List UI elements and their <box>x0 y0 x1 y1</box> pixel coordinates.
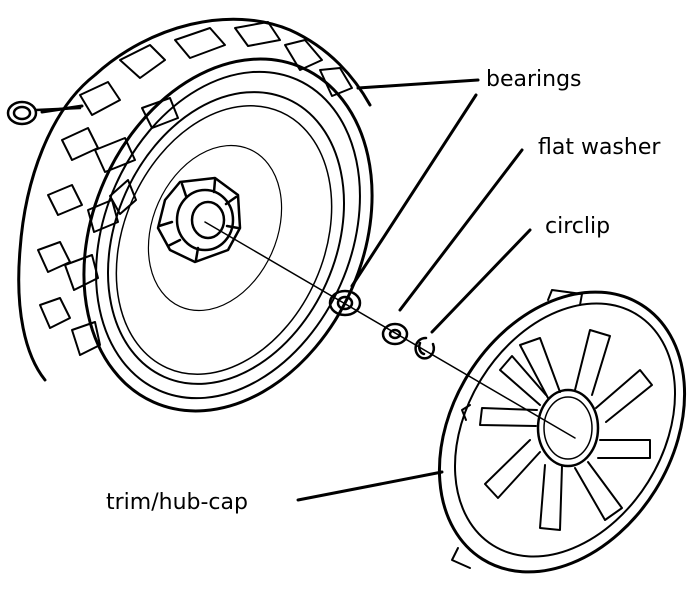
rim-inner-ring <box>115 105 333 375</box>
flat-washer <box>381 322 409 346</box>
circlip <box>414 336 435 360</box>
bearings-leader-3 <box>350 93 478 288</box>
bearing <box>328 289 362 317</box>
flat-washer-leader <box>398 148 524 312</box>
hub-cap-leader <box>296 470 444 502</box>
tread-pattern <box>37 21 353 356</box>
tyre-rear-outline <box>17 17 372 382</box>
bearings-leader-1 <box>40 104 84 114</box>
rim-hub-ring <box>147 144 283 312</box>
assembly-axis-line <box>204 221 576 439</box>
wheel <box>6 17 374 413</box>
rim-outer-ring <box>107 91 345 385</box>
circlip-label: circlip <box>545 214 611 239</box>
circlip-leader <box>430 228 532 334</box>
wheel-hub <box>156 176 242 264</box>
bearings-label: bearings <box>486 67 582 92</box>
flat-washer-label: flat washer <box>538 135 661 160</box>
tyre-inner-edge <box>95 70 361 400</box>
hub-cap <box>437 289 687 574</box>
callout-lines <box>40 78 532 502</box>
bearings-leader-2 <box>356 78 480 90</box>
hub-cap-label: trim/hub-cap <box>106 490 248 515</box>
hub-cap-spokes <box>479 329 653 531</box>
